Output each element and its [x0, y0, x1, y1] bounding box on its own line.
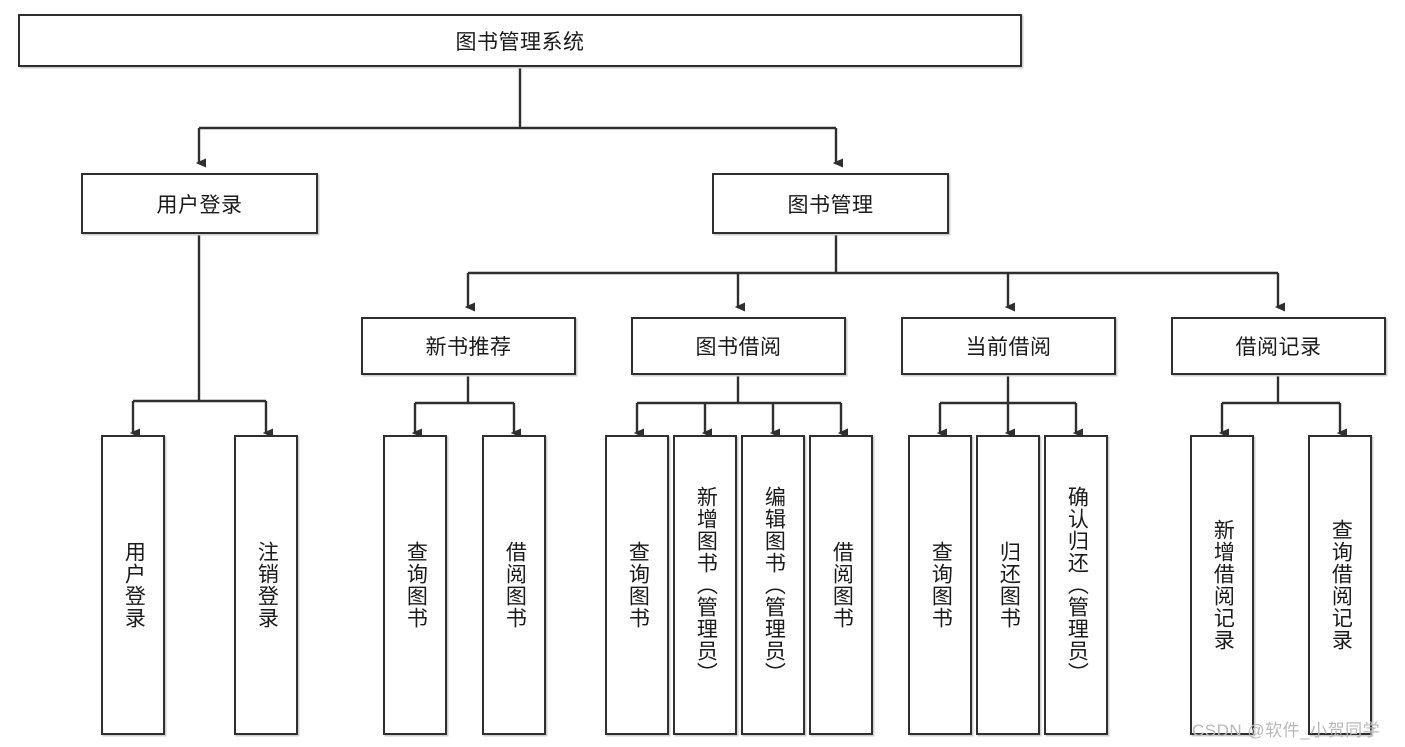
- node-leaf-user-login[interactable]: 用户登录: [101, 435, 165, 735]
- node-leaf-logout[interactable]: 注销登录: [234, 435, 298, 735]
- node-borrow-record-label: 借阅记录: [1235, 336, 1322, 359]
- node-book-borrow-label: 图书借阅: [695, 336, 782, 359]
- node-leaf-return-book[interactable]: 归还图书: [976, 435, 1040, 735]
- node-leaf-add-book-label: 新增图书（管理员）: [694, 486, 718, 684]
- node-user-login-label: 用户登录: [156, 193, 243, 217]
- node-leaf-query-book-1-label: 查询图书: [404, 541, 428, 629]
- node-leaf-confirm-return-label: 确认归还（管理员）: [1065, 486, 1089, 684]
- node-leaf-query-book-1[interactable]: 查询图书: [383, 435, 447, 735]
- node-leaf-query-record-label: 查询借阅记录: [1329, 519, 1353, 651]
- node-current-borrow[interactable]: 当前借阅: [901, 317, 1116, 375]
- node-book-manage[interactable]: 图书管理: [712, 173, 949, 234]
- node-leaf-confirm-return[interactable]: 确认归还（管理员）: [1044, 435, 1108, 735]
- node-leaf-query-book-2-label: 查询图书: [626, 541, 650, 629]
- node-leaf-edit-book[interactable]: 编辑图书（管理员）: [741, 435, 805, 735]
- node-leaf-query-book-2[interactable]: 查询图书: [605, 435, 669, 735]
- node-new-book-rec-label: 新书推荐: [425, 336, 512, 359]
- node-leaf-query-book-3[interactable]: 查询图书: [908, 435, 972, 735]
- node-borrow-record[interactable]: 借阅记录: [1171, 317, 1386, 375]
- node-new-book-rec[interactable]: 新书推荐: [361, 317, 576, 375]
- node-leaf-add-book[interactable]: 新增图书（管理员）: [673, 435, 737, 735]
- watermark: CSDN @软件_小贺同学: [1192, 721, 1381, 740]
- node-leaf-add-record[interactable]: 新增借阅记录: [1190, 435, 1254, 735]
- node-book-borrow[interactable]: 图书借阅: [631, 317, 846, 375]
- node-leaf-add-record-label: 新增借阅记录: [1211, 519, 1235, 651]
- node-root[interactable]: 图书管理系统: [18, 14, 1022, 67]
- node-leaf-query-book-3-label: 查询图书: [929, 541, 953, 629]
- node-leaf-logout-label: 注销登录: [255, 541, 279, 629]
- node-book-manage-label: 图书管理: [787, 193, 874, 217]
- node-leaf-query-record[interactable]: 查询借阅记录: [1308, 435, 1372, 735]
- node-leaf-edit-book-label: 编辑图书（管理员）: [762, 486, 786, 684]
- node-leaf-borrow-book-1[interactable]: 借阅图书: [482, 435, 546, 735]
- node-root-label: 图书管理系统: [455, 30, 585, 54]
- node-leaf-user-login-label: 用户登录: [122, 541, 146, 629]
- node-current-borrow-label: 当前借阅: [965, 336, 1052, 359]
- node-user-login[interactable]: 用户登录: [81, 173, 318, 234]
- node-leaf-borrow-book-2-label: 借阅图书: [830, 541, 854, 629]
- node-leaf-return-book-label: 归还图书: [997, 541, 1021, 629]
- node-leaf-borrow-book-1-label: 借阅图书: [503, 541, 527, 629]
- node-leaf-borrow-book-2[interactable]: 借阅图书: [809, 435, 873, 735]
